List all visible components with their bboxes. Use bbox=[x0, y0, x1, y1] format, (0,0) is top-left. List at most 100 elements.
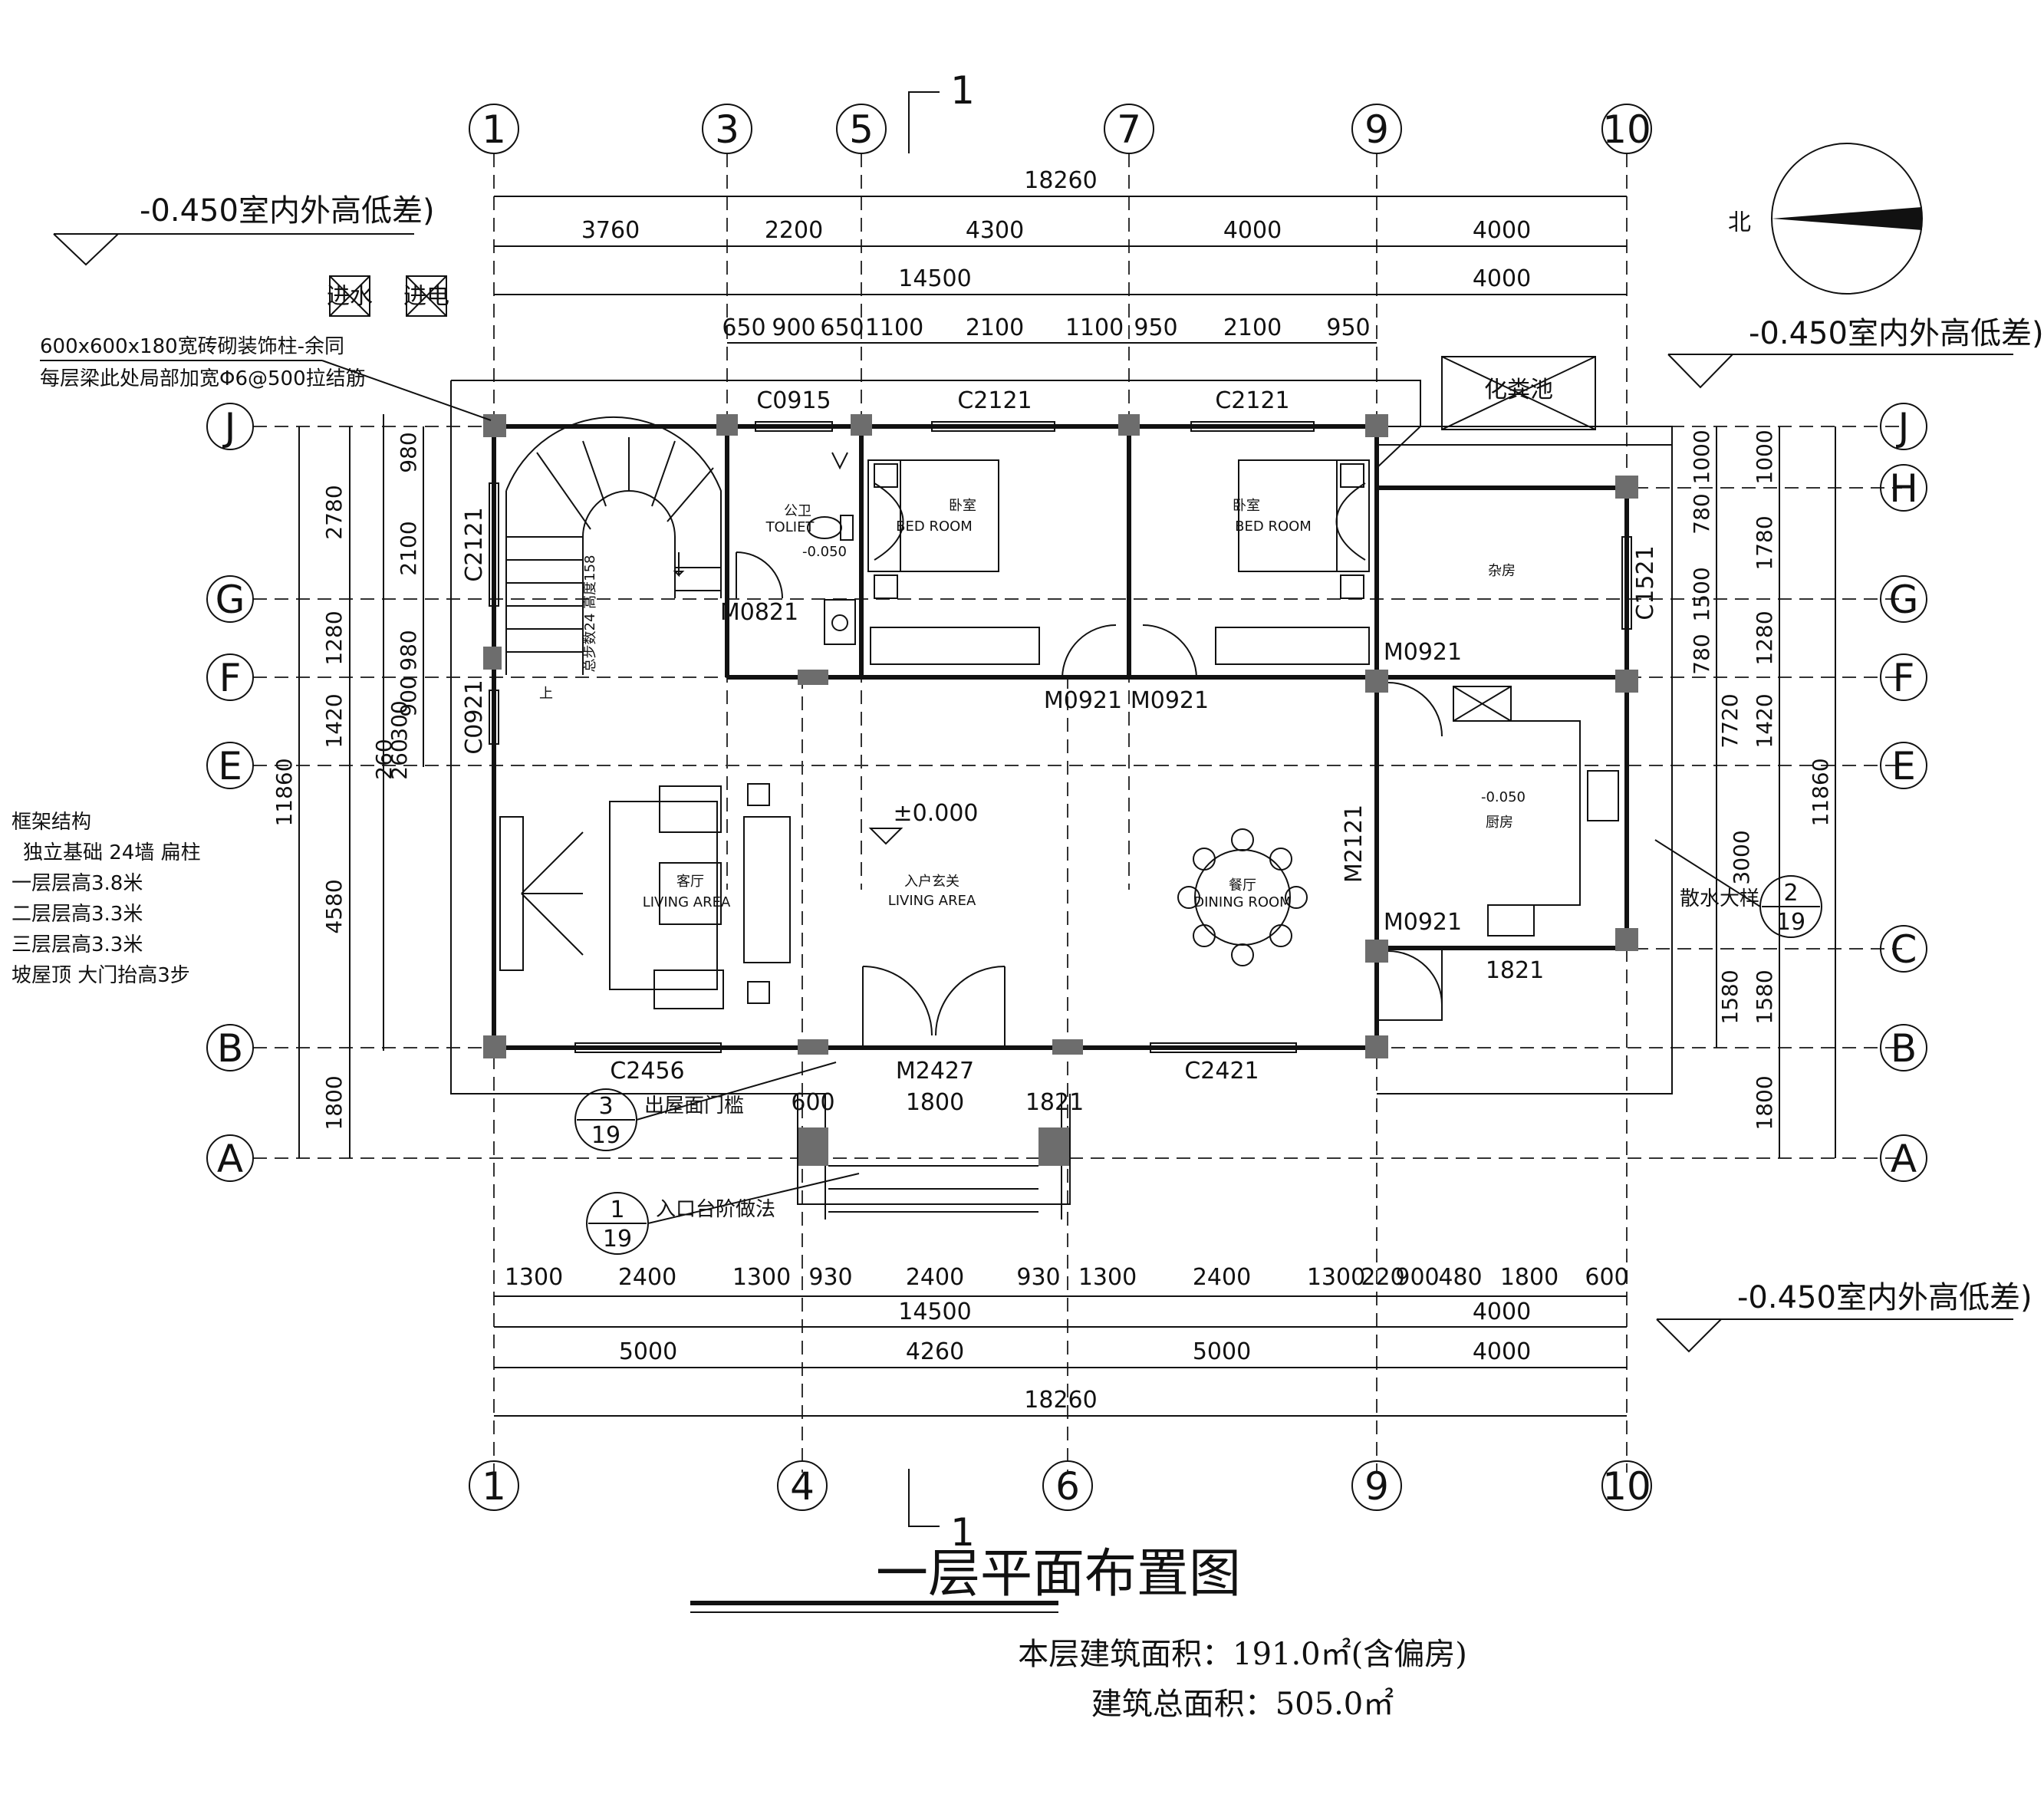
axis-bubble: 4 bbox=[777, 1460, 828, 1511]
stair-note: 总步数24 高度158 bbox=[582, 555, 598, 673]
axis-bubble: C bbox=[1880, 925, 1927, 973]
room-label-en: DINING ROOM bbox=[1193, 894, 1291, 910]
walls bbox=[492, 424, 1629, 1050]
dim-text: 930 bbox=[808, 1264, 852, 1291]
door-label: M2427 bbox=[896, 1058, 974, 1085]
dim-text: 480 bbox=[1438, 1264, 1482, 1291]
structure-notes: 框架结构 独立基础 24墙 扁柱 一层层高3.8米 二层层高3.3米 三层层高3… bbox=[12, 811, 201, 987]
dim-text: 650 bbox=[820, 314, 864, 341]
axis-bubble: E bbox=[1880, 742, 1927, 789]
axis-bubble: 5 bbox=[836, 104, 887, 154]
total-area: 建筑总面积：505.0㎡ bbox=[1091, 1687, 1394, 1722]
detail-callout-threshold: 3 19 出屋面门槛 bbox=[574, 1062, 837, 1151]
dim-text: 1420 bbox=[1752, 693, 1777, 748]
svg-text:F: F bbox=[219, 656, 242, 700]
room-label-cn: 厨房 bbox=[1486, 815, 1513, 831]
svg-text:10: 10 bbox=[1602, 1464, 1651, 1509]
elevation-text: -0.450室内外高低差) bbox=[1749, 316, 2044, 351]
dim-text: 11860 bbox=[272, 758, 297, 826]
dim-text: 1780 bbox=[1752, 515, 1777, 570]
dim-text: 780 bbox=[1689, 634, 1714, 674]
dim-text: 220 bbox=[1361, 1264, 1404, 1291]
svg-text:9: 9 bbox=[1364, 1464, 1389, 1509]
note-line: 600x600x180宽砖砌装饰柱-余同 bbox=[40, 335, 344, 358]
note-line: 二层层高3.3米 bbox=[12, 903, 143, 926]
dim-text: 4000 bbox=[1473, 1299, 1531, 1325]
svg-text:1: 1 bbox=[610, 1197, 624, 1223]
bedroom-2: 卧室 BED ROOM bbox=[1215, 459, 1370, 665]
dim-text: 11860 bbox=[1808, 758, 1833, 826]
bottom-dimensions: 1300 2400 1300 930 2400 930 1300 2400 13… bbox=[494, 1264, 1629, 1417]
dim-text: 14500 bbox=[898, 265, 971, 292]
top-axis-bubbles: 1 3 5 7 9 10 bbox=[469, 104, 1652, 154]
dim-text: 980 bbox=[396, 630, 421, 670]
dim-text: 2780 bbox=[321, 485, 347, 539]
pillar-note: 600x600x180宽砖砌装饰柱-余同 每层梁此处局部加宽Φ6@500拉结筋 bbox=[40, 335, 492, 421]
dim-text: 1280 bbox=[321, 611, 347, 665]
svg-text:1: 1 bbox=[482, 1464, 506, 1509]
svg-text:G: G bbox=[1889, 578, 1919, 622]
dim-text: 1100 bbox=[1065, 314, 1124, 341]
axis-bubble: 3 bbox=[702, 104, 752, 154]
window-label: C2121 bbox=[461, 507, 488, 581]
svg-text:J: J bbox=[222, 405, 236, 449]
dim-text: 4300 bbox=[966, 217, 1024, 244]
living-room: 客厅 LIVING AREA bbox=[499, 783, 791, 1009]
svg-text:7: 7 bbox=[1117, 107, 1141, 152]
dim-text: 2400 bbox=[618, 1264, 676, 1291]
svg-text:J: J bbox=[1896, 405, 1910, 449]
dim-text: 2100 bbox=[1223, 314, 1282, 341]
dim-text: 2100 bbox=[966, 314, 1024, 341]
door-label: M2121 bbox=[1341, 805, 1368, 883]
axis-bubble: 1 bbox=[469, 1460, 519, 1511]
axis-bubble: 9 bbox=[1351, 1460, 1402, 1511]
window-label: C2121 bbox=[1215, 387, 1289, 414]
wardrobe bbox=[1215, 627, 1370, 665]
dim-text: 2100 bbox=[396, 521, 421, 575]
dim-text: 780 bbox=[1689, 493, 1714, 534]
dim-text: 1300 bbox=[732, 1264, 791, 1291]
room-label-en: TOLIET bbox=[765, 519, 815, 535]
dim-text: 650 bbox=[722, 314, 765, 341]
callout-text: 入口台阶做法 bbox=[656, 1198, 775, 1221]
dim-text: 1800 bbox=[321, 1075, 347, 1130]
room-label-en: BED ROOM bbox=[896, 518, 973, 535]
dim-text: 1580 bbox=[1717, 969, 1743, 1024]
store-room: 杂房 bbox=[1488, 563, 1516, 579]
axis-bubble: 6 bbox=[1042, 1460, 1093, 1511]
svg-text:6: 6 bbox=[1055, 1464, 1080, 1509]
utility-marks: 进水 进电 化粪池 bbox=[327, 275, 1596, 430]
dim-text: 4580 bbox=[321, 879, 347, 933]
dim-text: 1580 bbox=[1752, 969, 1777, 1024]
svg-text:19: 19 bbox=[1776, 909, 1805, 936]
callout-text: 出屋面门槛 bbox=[644, 1095, 744, 1118]
dim-text: 950 bbox=[1134, 314, 1177, 341]
door-label: M0921 bbox=[1131, 687, 1209, 714]
left-axis-bubbles: J G F E B A bbox=[206, 403, 254, 1182]
svg-text:9: 9 bbox=[1364, 107, 1389, 152]
floor-level: ±0.000 bbox=[893, 800, 978, 827]
dim-text: 1800 bbox=[1752, 1075, 1777, 1130]
dim-text: 260 bbox=[387, 739, 412, 779]
water-inlet-label: 进水 bbox=[327, 283, 373, 310]
dim-text: 300 bbox=[387, 700, 412, 741]
dim-text: 1300 bbox=[505, 1264, 563, 1291]
bottom-axis-bubbles: 1 4 6 9 10 bbox=[469, 1460, 1652, 1511]
svg-text:B: B bbox=[217, 1026, 243, 1071]
door-label: M0921 bbox=[1044, 687, 1122, 714]
axis-bubble: E bbox=[206, 742, 254, 789]
dim-text: 900 bbox=[1395, 1264, 1439, 1291]
elevation-text: -0.450室内外高低差) bbox=[1737, 1280, 2032, 1315]
svg-text:4: 4 bbox=[790, 1464, 815, 1509]
note-line: 坡屋顶 大门抬高3步 bbox=[12, 964, 190, 987]
svg-text:3: 3 bbox=[715, 107, 739, 152]
svg-text:G: G bbox=[216, 578, 245, 622]
dim-text: 4000 bbox=[1473, 217, 1531, 244]
dim-text: 4260 bbox=[906, 1338, 964, 1365]
axis-bubble: 10 bbox=[1601, 1460, 1652, 1511]
room-label-cn: 餐厅 bbox=[1229, 877, 1256, 894]
elevation-mark-bottom-right: -0.450室内外高低差) bbox=[1656, 1280, 2032, 1353]
room-label-en: BED ROOM bbox=[1235, 518, 1312, 535]
dim-text: 1800 bbox=[906, 1089, 964, 1116]
